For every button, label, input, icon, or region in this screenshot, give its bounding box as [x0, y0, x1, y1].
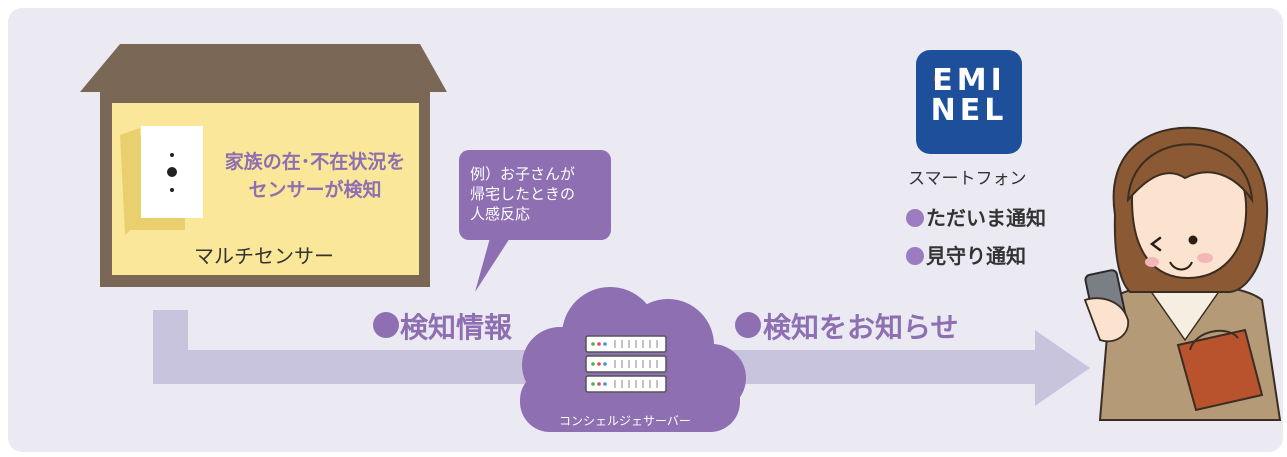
- logo-accent: [934, 76, 939, 81]
- multi-sensor-device: [141, 126, 203, 218]
- example-speech-bubble: [459, 150, 611, 292]
- bubble-line-2: 帰宅したときの: [470, 185, 576, 203]
- notification-item: 見守り通知: [906, 240, 1026, 269]
- example-bubble-text: 例）お子さんが 帰宅したときの 人感反応: [470, 164, 575, 224]
- notification-label-return-home: ただいま通知: [926, 206, 1046, 230]
- concierge-server-label: コンシェルジェサーバー: [559, 414, 691, 428]
- detection-line-1: 家族の在･不在状況を: [224, 151, 406, 173]
- server-icon: [585, 335, 667, 393]
- logo-line-1: EMI: [932, 63, 1006, 98]
- detection-description: 家族の在･不在状況を センサーが検知: [205, 148, 425, 204]
- bubble-line-1: 例）お子さんが: [470, 165, 576, 183]
- detection-info-label: 検知情報: [400, 311, 513, 344]
- logo-line-2: NEL: [930, 93, 1008, 128]
- detection-line-2: センサーが検知: [248, 179, 382, 201]
- woman-illustration: [1083, 126, 1282, 421]
- notification-label-watch: 見守り通知: [926, 244, 1026, 268]
- multi-sensor-caption: マルチセンサー: [194, 244, 334, 268]
- cloud-shape: [520, 287, 746, 432]
- bullet-icon: [906, 209, 924, 227]
- notify-detection-label: 検知をお知らせ: [763, 311, 959, 344]
- bullet-icon: [906, 247, 924, 265]
- eminel-logo-text: EMI NEL: [917, 66, 1021, 126]
- smartphone-label: スマートフォン: [908, 169, 1027, 189]
- bubble-line-3: 人感反応: [470, 205, 531, 223]
- bullet-right: [735, 312, 761, 338]
- app-logo-tile: [916, 50, 1022, 154]
- notification-item: ただいま通知: [906, 202, 1046, 231]
- bullet-left: [373, 312, 399, 338]
